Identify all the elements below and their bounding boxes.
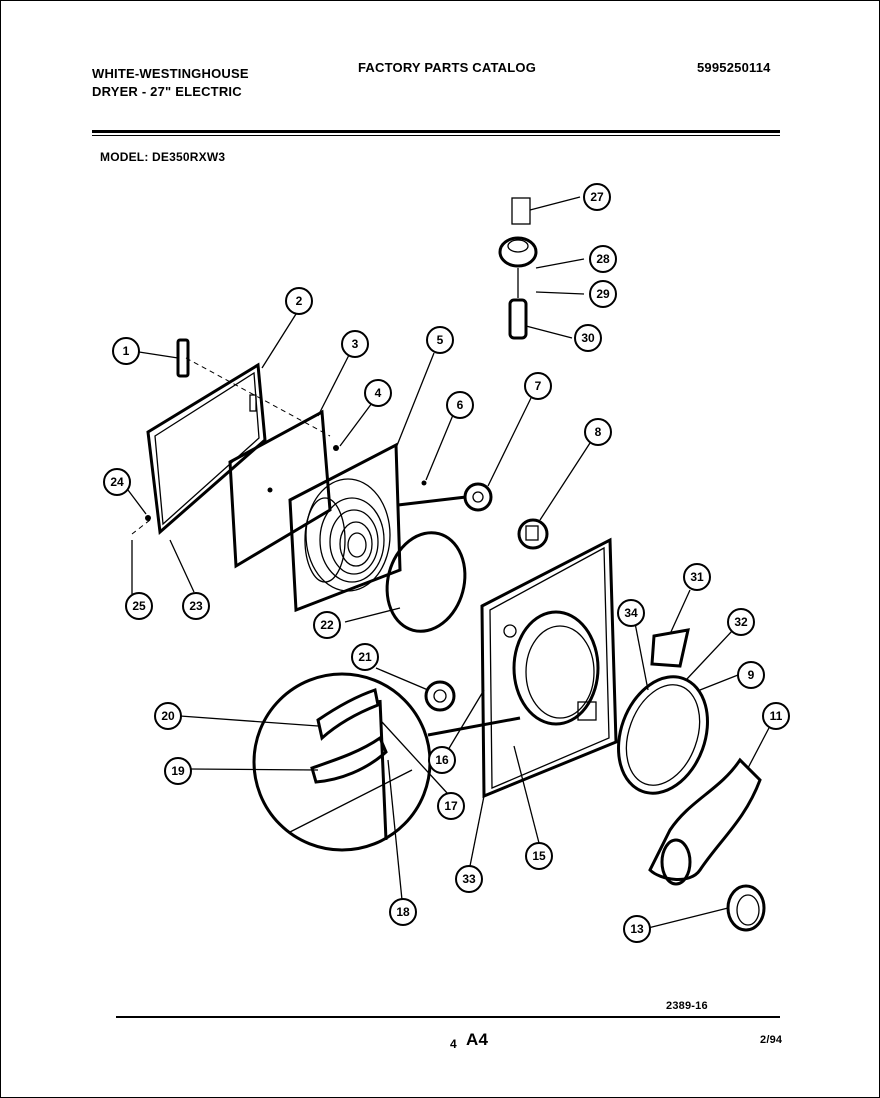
detail-magnifier <box>252 672 432 852</box>
callout-5: 5 <box>426 326 454 354</box>
insulation-panel <box>228 409 332 569</box>
front-panel <box>480 537 618 799</box>
callout-9: 9 <box>737 661 765 689</box>
callout-32: 32 <box>727 608 755 636</box>
svg-text:6: 6 <box>457 398 464 412</box>
callout-2: 2 <box>285 287 313 315</box>
callout-27: 27 <box>583 183 611 211</box>
svg-text:1: 1 <box>123 344 130 358</box>
svg-text:4: 4 <box>375 386 382 400</box>
model-line: MODEL: DE350RXW3 <box>100 150 226 164</box>
svg-text:11: 11 <box>770 709 783 723</box>
svg-text:32: 32 <box>734 615 748 629</box>
seal-bracket <box>650 628 690 668</box>
vent-ring-inner <box>736 894 760 926</box>
svg-text:8: 8 <box>595 425 602 439</box>
callout-17: 17 <box>437 792 465 820</box>
svg-text:25: 25 <box>132 599 146 613</box>
fuse-part <box>517 518 549 550</box>
callout-6: 6 <box>446 391 474 419</box>
svg-text:2: 2 <box>296 294 303 308</box>
callout-8: 8 <box>584 418 612 446</box>
screw-24 <box>145 515 151 521</box>
screw-4 <box>333 445 339 451</box>
hinge-leader <box>185 357 331 437</box>
callout-31: 31 <box>683 563 711 591</box>
svg-text:34: 34 <box>624 606 638 620</box>
callout-29: 29 <box>589 280 617 308</box>
svg-text:7: 7 <box>535 379 542 393</box>
callout-28: 28 <box>589 245 617 273</box>
callout-7: 7 <box>524 372 552 400</box>
callout-18: 18 <box>389 898 417 926</box>
callout-22: 22 <box>313 611 341 639</box>
callout-33: 33 <box>455 865 483 893</box>
callout-3: 3 <box>341 330 369 358</box>
screw-leader <box>131 519 151 535</box>
timer-assembly <box>498 197 538 340</box>
callout-20: 20 <box>154 702 182 730</box>
callout-21: 21 <box>351 643 379 671</box>
product-subtitle: DRYER - 27" ELECTRIC <box>92 84 242 99</box>
svg-text:24: 24 <box>110 475 124 489</box>
svg-text:33: 33 <box>462 872 476 886</box>
screw-6 <box>421 480 427 486</box>
svg-text:22: 22 <box>320 618 334 632</box>
door-seal <box>617 675 709 795</box>
callout-1: 1 <box>112 337 140 365</box>
brand-name: WHITE-WESTINGHOUSE <box>92 66 249 81</box>
header-rule <box>92 130 780 133</box>
svg-text:17: 17 <box>444 799 458 813</box>
callout-16: 16 <box>428 746 456 774</box>
svg-text:16: 16 <box>435 753 449 767</box>
thermostat-part <box>397 482 493 512</box>
ring-gasket <box>385 531 467 633</box>
leader-lines <box>124 196 771 929</box>
svg-text:30: 30 <box>581 331 595 345</box>
page-code: A4 <box>466 1030 489 1049</box>
svg-text:23: 23 <box>189 599 203 613</box>
callout-19: 19 <box>164 757 192 785</box>
svg-text:15: 15 <box>532 849 546 863</box>
svg-text:29: 29 <box>596 287 610 301</box>
door-seal-inner <box>625 684 701 786</box>
rear-panel <box>146 362 267 536</box>
header-rule-thin <box>92 135 780 136</box>
exhaust-duct <box>648 757 762 886</box>
revision-date: 2/94 <box>760 1034 783 1046</box>
callout-25: 25 <box>125 592 153 620</box>
svg-text:18: 18 <box>396 905 410 919</box>
svg-text:28: 28 <box>596 252 610 266</box>
heater-assembly <box>288 442 402 613</box>
thermostat-knob <box>424 680 456 712</box>
callout-15: 15 <box>525 842 553 870</box>
svg-text:31: 31 <box>690 570 704 584</box>
svg-text:13: 13 <box>630 922 644 936</box>
svg-text:20: 20 <box>161 709 175 723</box>
svg-text:19: 19 <box>171 764 185 778</box>
callout-11: 11 <box>762 702 790 730</box>
callout-34: 34 <box>617 599 645 627</box>
callout-30: 30 <box>574 324 602 352</box>
svg-text:5: 5 <box>437 333 444 347</box>
svg-text:21: 21 <box>358 650 372 664</box>
catalog-title: FACTORY PARTS CATALOG <box>358 60 537 75</box>
svg-text:9: 9 <box>748 668 755 682</box>
footer-rule <box>116 1016 780 1018</box>
callout-13: 13 <box>623 915 651 943</box>
page-number: 4 <box>450 1037 457 1051</box>
callout-24: 24 <box>103 468 131 496</box>
drawing-code: 2389-16 <box>666 1000 708 1012</box>
callout-23: 23 <box>182 592 210 620</box>
detail-leader-1 <box>427 716 521 737</box>
svg-text:3: 3 <box>352 337 359 351</box>
catalog-part-number: 5995250114 <box>697 60 771 75</box>
svg-text:27: 27 <box>590 190 604 204</box>
callout-4: 4 <box>364 379 392 407</box>
